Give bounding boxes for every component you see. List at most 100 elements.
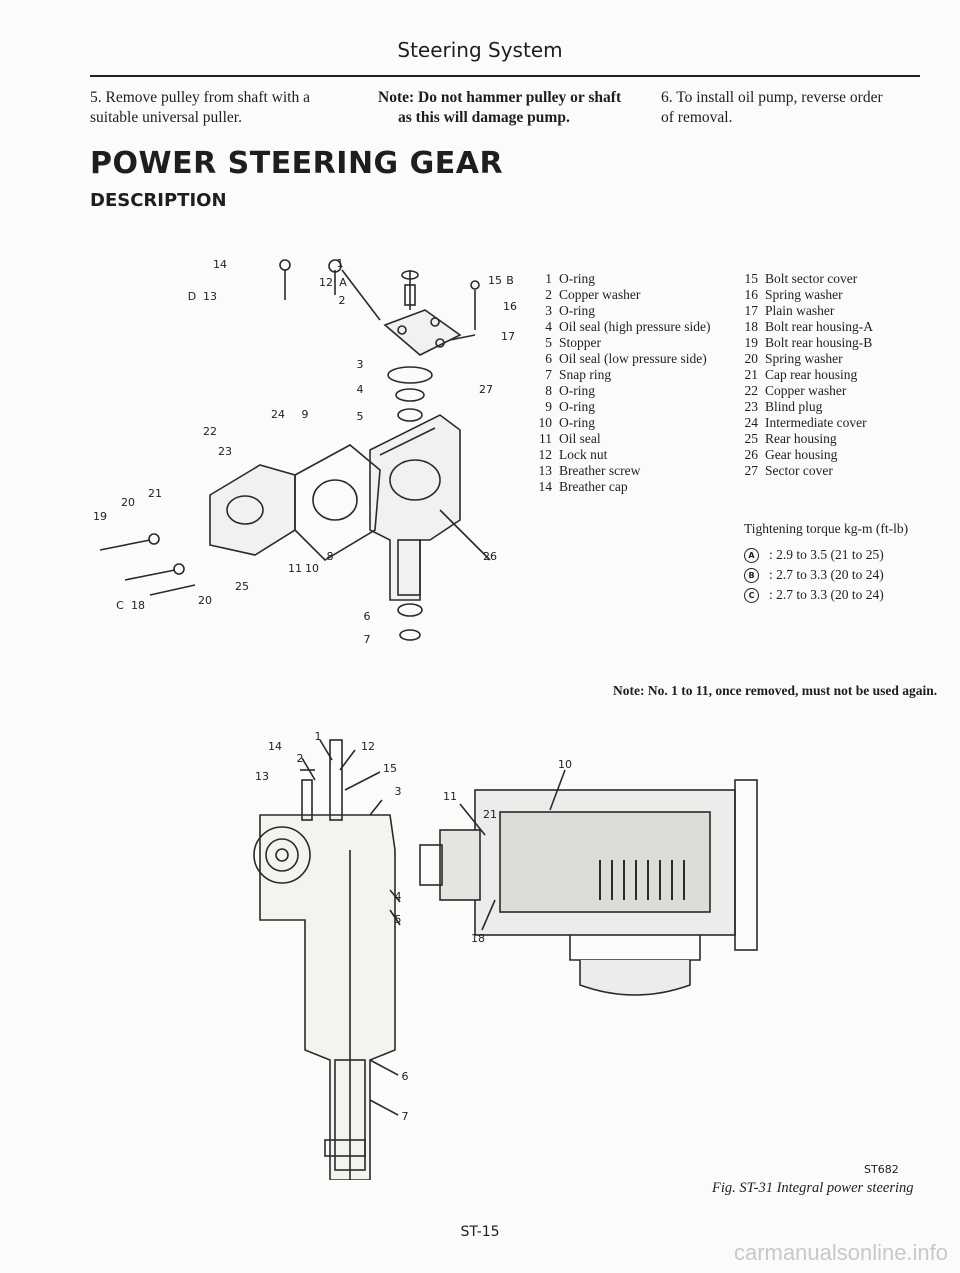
callout-label: 7 (402, 1110, 409, 1123)
torque-mark-a: A (744, 547, 759, 563)
callout-label: 15 (488, 274, 502, 287)
callout-label: C (116, 599, 124, 612)
callout-label: 14 (213, 258, 227, 271)
callout-label: 25 (235, 580, 249, 593)
callout-label: 17 (501, 330, 515, 343)
diagram-callouts: 1 12 A 15 B 2 16 14 13 D 17 3 27 4 5 22 … (93, 257, 517, 646)
figure-caption: Fig. ST-31 Integral power steering (712, 1180, 914, 1196)
header-rule (90, 75, 920, 77)
callout-label: B (506, 274, 514, 287)
callout-label: 4 (395, 890, 402, 903)
callout-label: 3 (357, 358, 364, 371)
torque-mark-c: C (744, 587, 759, 603)
callout-label: 18 (131, 599, 145, 612)
pulley-note: Note: Do not hammer pulley or shaft as t… (378, 88, 648, 128)
callout-label: 20 (198, 594, 212, 607)
callout-label: 11 (443, 790, 457, 803)
site-watermark: carmanualsonline.info (734, 1240, 949, 1265)
torque-row: B: 2.7 to 3.3 (20 to 24) (744, 565, 908, 585)
callout-label: 14 (268, 740, 282, 753)
callout-label: 5 (395, 913, 402, 926)
page-header: Steering System (397, 38, 563, 62)
torque-title: Tightening torque kg-m (ft-lb) (744, 521, 909, 536)
callout-label: 1 (337, 257, 344, 270)
pulley-note-line2: as this will damage pump. (398, 109, 570, 126)
callout-label: 13 (255, 770, 269, 783)
callout-label: 3 (395, 785, 402, 798)
callout-label: 6 (402, 1070, 409, 1083)
figure-code: ST682 (864, 1163, 899, 1176)
callout-label: 7 (364, 633, 371, 646)
callout-label: 9 (302, 408, 309, 421)
callout-label: 4 (357, 383, 364, 396)
cross-section-callouts: 14 1 12 13 2 15 3 11 10 21 4 5 18 6 7 (255, 730, 572, 1123)
callout-label: 12 (319, 276, 333, 289)
exploded-view-diagram: 1 12 A 15 B 2 16 14 13 D 17 3 27 4 5 22 … (93, 257, 517, 646)
torque-mark-b: B (744, 567, 759, 583)
callout-label: 19 (93, 510, 107, 523)
step-6-line2: of removal. (661, 109, 733, 126)
torque-row: A: 2.9 to 3.5 (21 to 25) (744, 545, 908, 565)
callout-label: 18 (471, 932, 485, 945)
callout-label: 12 (361, 740, 375, 753)
callout-label: 6 (364, 610, 371, 623)
callout-label: 10 (558, 758, 572, 771)
callout-label: 23 (218, 445, 232, 458)
callout-label: 21 (483, 808, 497, 821)
callout-label: 26 (483, 550, 497, 563)
callout-label: D (188, 290, 196, 303)
callout-label: 11 (288, 562, 302, 575)
section-title: POWER STEERING GEAR (90, 146, 504, 181)
callout-label: 20 (121, 496, 135, 509)
callout-label: 2 (339, 294, 346, 307)
reuse-note: Note: No. 1 to 11, once removed, must no… (613, 683, 938, 698)
section-subtitle: DESCRIPTION (90, 190, 227, 211)
callout-label: 2 (297, 752, 304, 765)
callout-label: 21 (148, 487, 162, 500)
callout-label: 27 (479, 383, 493, 396)
pulley-note-line1: Note: Do not hammer pulley or shaft (378, 89, 622, 106)
callout-label: 15 (383, 762, 397, 775)
step-6-text: 6. To install oil pump, reverse order of… (661, 88, 931, 128)
tightening-torque-table: Tightening torque kg-m (ft-lb) A: 2.9 to… (744, 519, 908, 605)
callout-label: 1 (315, 730, 322, 743)
torque-row: C: 2.7 to 3.3 (20 to 24) (744, 585, 908, 605)
step-5-text: 5. Remove pulley from shaft with a suita… (90, 89, 310, 126)
page-number: ST-15 (460, 1224, 500, 1240)
step-6-line1: 6. To install oil pump, reverse order (661, 89, 883, 106)
callout-label: 22 (203, 425, 217, 438)
callout-label: 8 (327, 550, 334, 563)
cross-section-diagram: 14 1 12 13 2 15 3 11 10 21 4 5 18 6 7 (253, 730, 758, 1180)
callout-label: 16 (503, 300, 517, 313)
callout-label: 10 (305, 562, 319, 575)
